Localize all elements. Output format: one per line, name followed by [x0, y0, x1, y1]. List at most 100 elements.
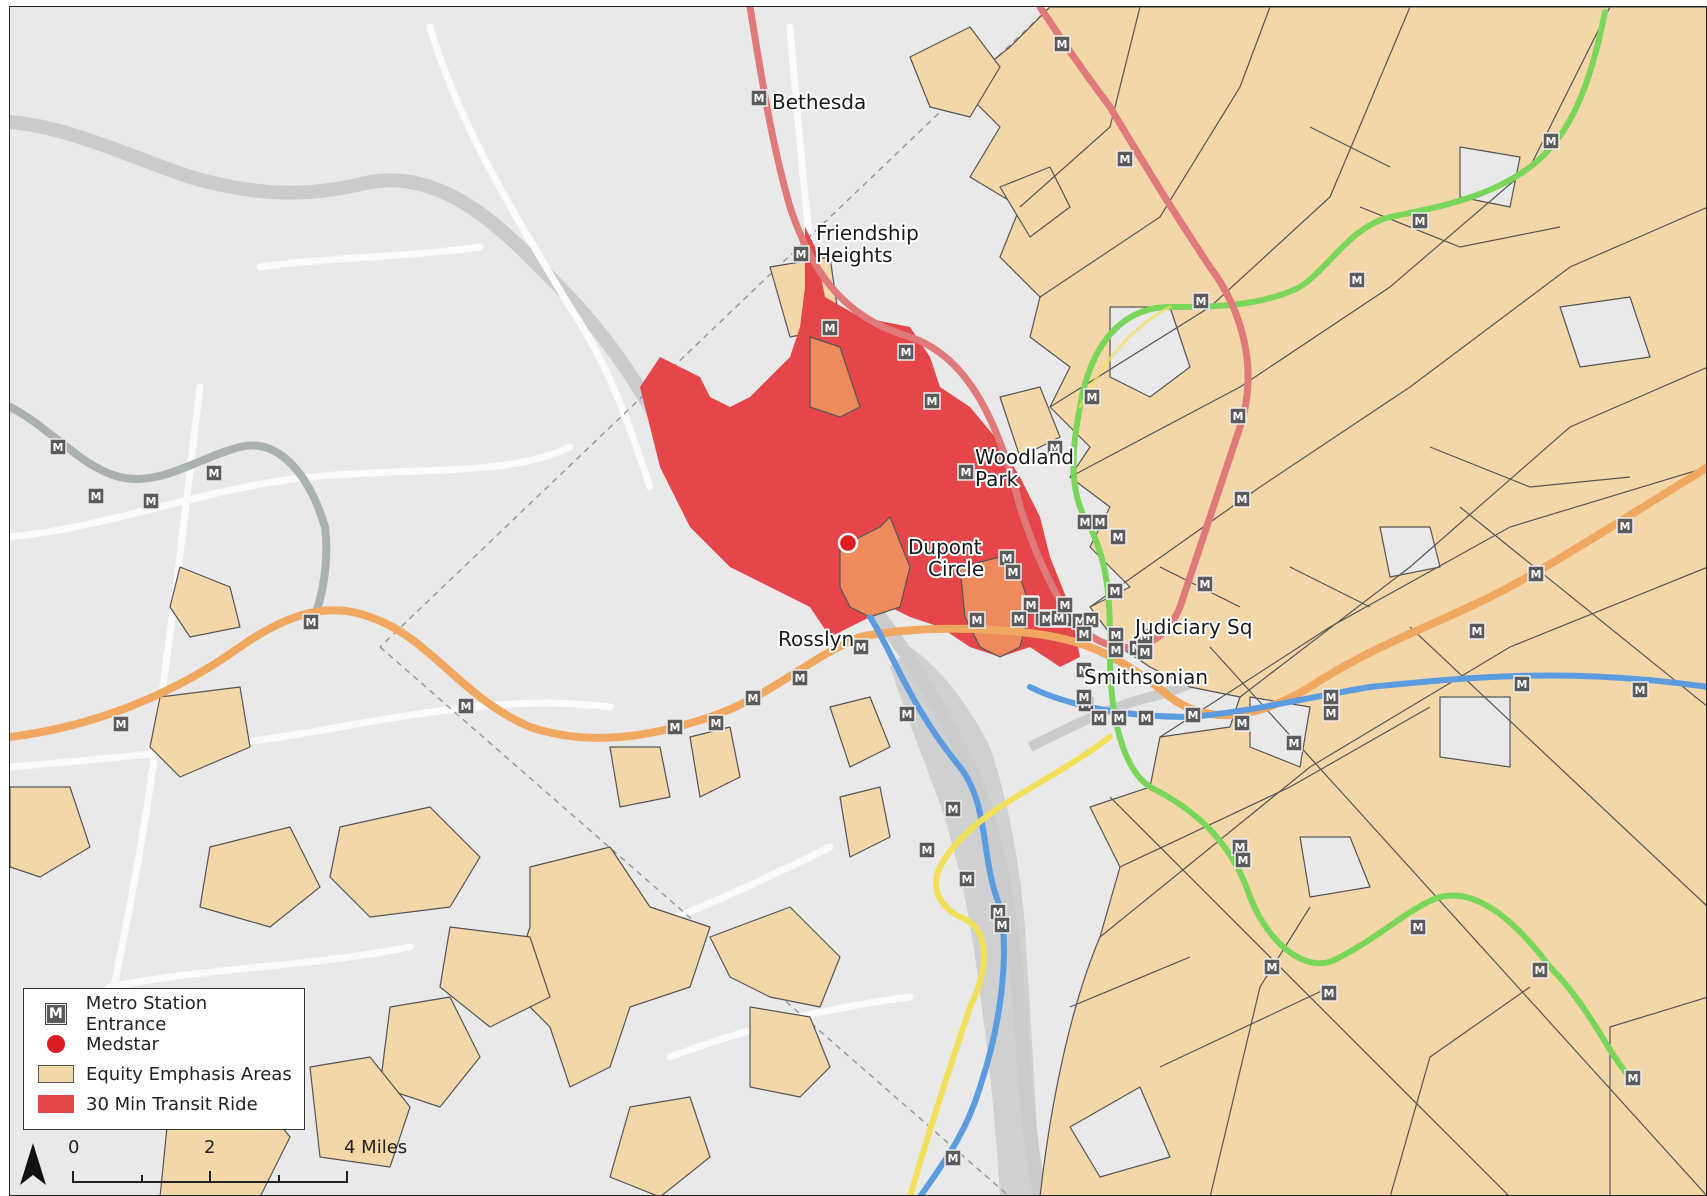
metro-station-icon[interactable]: M	[1263, 958, 1281, 976]
metro-station-icon[interactable]: M	[1107, 641, 1125, 659]
metro-station-icon[interactable]: M	[1075, 688, 1093, 706]
metro-station-icon[interactable]: M	[1137, 709, 1155, 727]
metro-station-icon[interactable]: M	[1229, 407, 1247, 425]
svg-text:M: M	[1095, 516, 1106, 529]
metro-station-icon[interactable]: M	[87, 487, 105, 505]
metro-station-icon[interactable]: M	[1411, 212, 1429, 230]
svg-text:M: M	[146, 495, 157, 508]
svg-text:M: M	[796, 248, 807, 261]
metro-station-icon[interactable]: M	[1184, 706, 1202, 724]
metro-station-icon[interactable]: M	[957, 463, 975, 481]
metro-station-icon[interactable]: M	[1233, 714, 1251, 732]
metro-station-icon[interactable]: M	[457, 697, 475, 715]
svg-text:M: M	[948, 803, 959, 816]
metro-station-icon[interactable]: M	[1624, 1069, 1642, 1087]
metro-station-icon[interactable]: M	[1090, 709, 1108, 727]
metro-station-icon[interactable]: M	[1136, 627, 1154, 645]
metro-station-icon[interactable]: M	[993, 916, 1011, 934]
metro-station-icon[interactable]: M	[1513, 675, 1531, 693]
svg-text:M: M	[795, 672, 806, 685]
metro-station-icon[interactable]: M	[112, 715, 130, 733]
metro-station-icon[interactable]: M	[1010, 610, 1028, 628]
metro-station-icon[interactable]: M	[923, 392, 941, 410]
svg-text:M: M	[1635, 684, 1646, 697]
metro-station-icon[interactable]: M	[968, 611, 986, 629]
metro-station-icon[interactable]: M	[1004, 563, 1022, 581]
metro-station-icon[interactable]: M	[1116, 150, 1134, 168]
metro-station-icon[interactable]: M	[1076, 513, 1094, 531]
svg-text:M: M	[1472, 625, 1483, 638]
svg-text:M: M	[1289, 737, 1300, 750]
svg-text:M: M	[1057, 38, 1068, 51]
svg-text:M: M	[1014, 613, 1025, 626]
metro-station-icon[interactable]: M	[944, 800, 962, 818]
metro-station-icon[interactable]: M	[1233, 490, 1251, 508]
svg-text:M: M	[1075, 615, 1086, 628]
metro-station-icon[interactable]: M	[898, 705, 916, 723]
metro-station-icon[interactable]: M	[1056, 596, 1074, 614]
metro-station-icon[interactable]: M	[1091, 513, 1109, 531]
svg-text:M: M	[856, 641, 867, 654]
metro-station-icon[interactable]: M	[1083, 388, 1101, 406]
svg-text:M: M	[1094, 712, 1105, 725]
metro-station-icon[interactable]: M	[852, 638, 870, 656]
svg-text:M: M	[1111, 644, 1122, 657]
metro-station-icon[interactable]: M	[1322, 704, 1340, 722]
scale-tick	[278, 1175, 280, 1183]
metro-station-icon[interactable]: M	[944, 1149, 962, 1167]
metro-station-icon[interactable]: M	[1110, 709, 1128, 727]
metro-station-icon[interactable]: M	[1234, 851, 1252, 869]
metro-station-icon[interactable]: M	[750, 89, 768, 107]
metro-station-icon[interactable]: M	[302, 613, 320, 631]
metro-station-icon[interactable]: M	[1348, 271, 1366, 289]
metro-icon: M	[44, 1003, 67, 1025]
metro-station-icon[interactable]: M	[1106, 582, 1124, 600]
metro-station-icon[interactable]: M	[792, 245, 810, 263]
metro-station-icon[interactable]: M	[49, 438, 67, 456]
metro-station-icon[interactable]: M	[142, 492, 160, 510]
legend-item-medstar: Medstar	[36, 1029, 292, 1059]
metro-station-icon[interactable]: M	[1322, 688, 1340, 706]
svg-text:M: M	[1111, 629, 1122, 642]
svg-text:M: M	[1196, 295, 1207, 308]
metro-station-icon[interactable]: M	[897, 343, 915, 361]
metro-station-icon[interactable]: M	[918, 841, 936, 859]
metro-station-icon[interactable]: M	[1053, 35, 1071, 53]
metro-station-icon[interactable]: M	[1022, 596, 1040, 614]
svg-text:M: M	[1235, 841, 1246, 854]
metro-station-icon[interactable]: M	[707, 714, 725, 732]
metro-station-icon[interactable]: M	[791, 669, 809, 687]
metro-stations: M M M M M M M M M M M M M M M M M M M M …	[49, 35, 1649, 1167]
metro-station-icon[interactable]: M	[1192, 292, 1210, 310]
svg-text:M: M	[1326, 691, 1337, 704]
metro-station-icon[interactable]: M	[1046, 439, 1064, 457]
svg-text:M: M	[1054, 612, 1065, 625]
metro-station-icon[interactable]: M	[1136, 643, 1154, 661]
metro-station-icon[interactable]: M	[821, 319, 839, 337]
svg-text:M: M	[1517, 678, 1528, 691]
metro-station-icon[interactable]: M	[1409, 918, 1427, 936]
metro-station-icon[interactable]: M	[1527, 565, 1545, 583]
metro-station-icon[interactable]: M	[1631, 681, 1649, 699]
metro-station-icon[interactable]: M	[1107, 626, 1125, 644]
metro-station-icon[interactable]: M	[666, 718, 684, 736]
medstar-marker[interactable]	[837, 532, 859, 554]
svg-text:M: M	[1628, 1072, 1639, 1085]
metro-line-gray	[10, 403, 331, 631]
metro-station-icon[interactable]: M	[1196, 575, 1214, 593]
label-friendship-heights-2: Heights	[816, 243, 893, 267]
metro-station-icon[interactable]: M	[1075, 625, 1093, 643]
metro-station-icon[interactable]: M	[1616, 517, 1634, 535]
metro-station-icon[interactable]: M	[1531, 961, 1549, 979]
metro-station-icon[interactable]: M	[744, 689, 762, 707]
metro-station-icon[interactable]: M	[958, 870, 976, 888]
metro-station-icon[interactable]: M	[1075, 661, 1093, 679]
metro-station-icon[interactable]: M	[1285, 734, 1303, 752]
scale-tick	[141, 1175, 143, 1183]
metro-station-icon[interactable]: M	[1542, 132, 1560, 150]
metro-station-icon[interactable]: M	[1468, 622, 1486, 640]
metro-station-icon[interactable]: M	[1109, 528, 1127, 546]
metro-station-icon[interactable]: M	[1320, 984, 1338, 1002]
scale-label-4: 4 Miles	[344, 1137, 408, 1158]
metro-station-icon[interactable]: M	[205, 464, 223, 482]
